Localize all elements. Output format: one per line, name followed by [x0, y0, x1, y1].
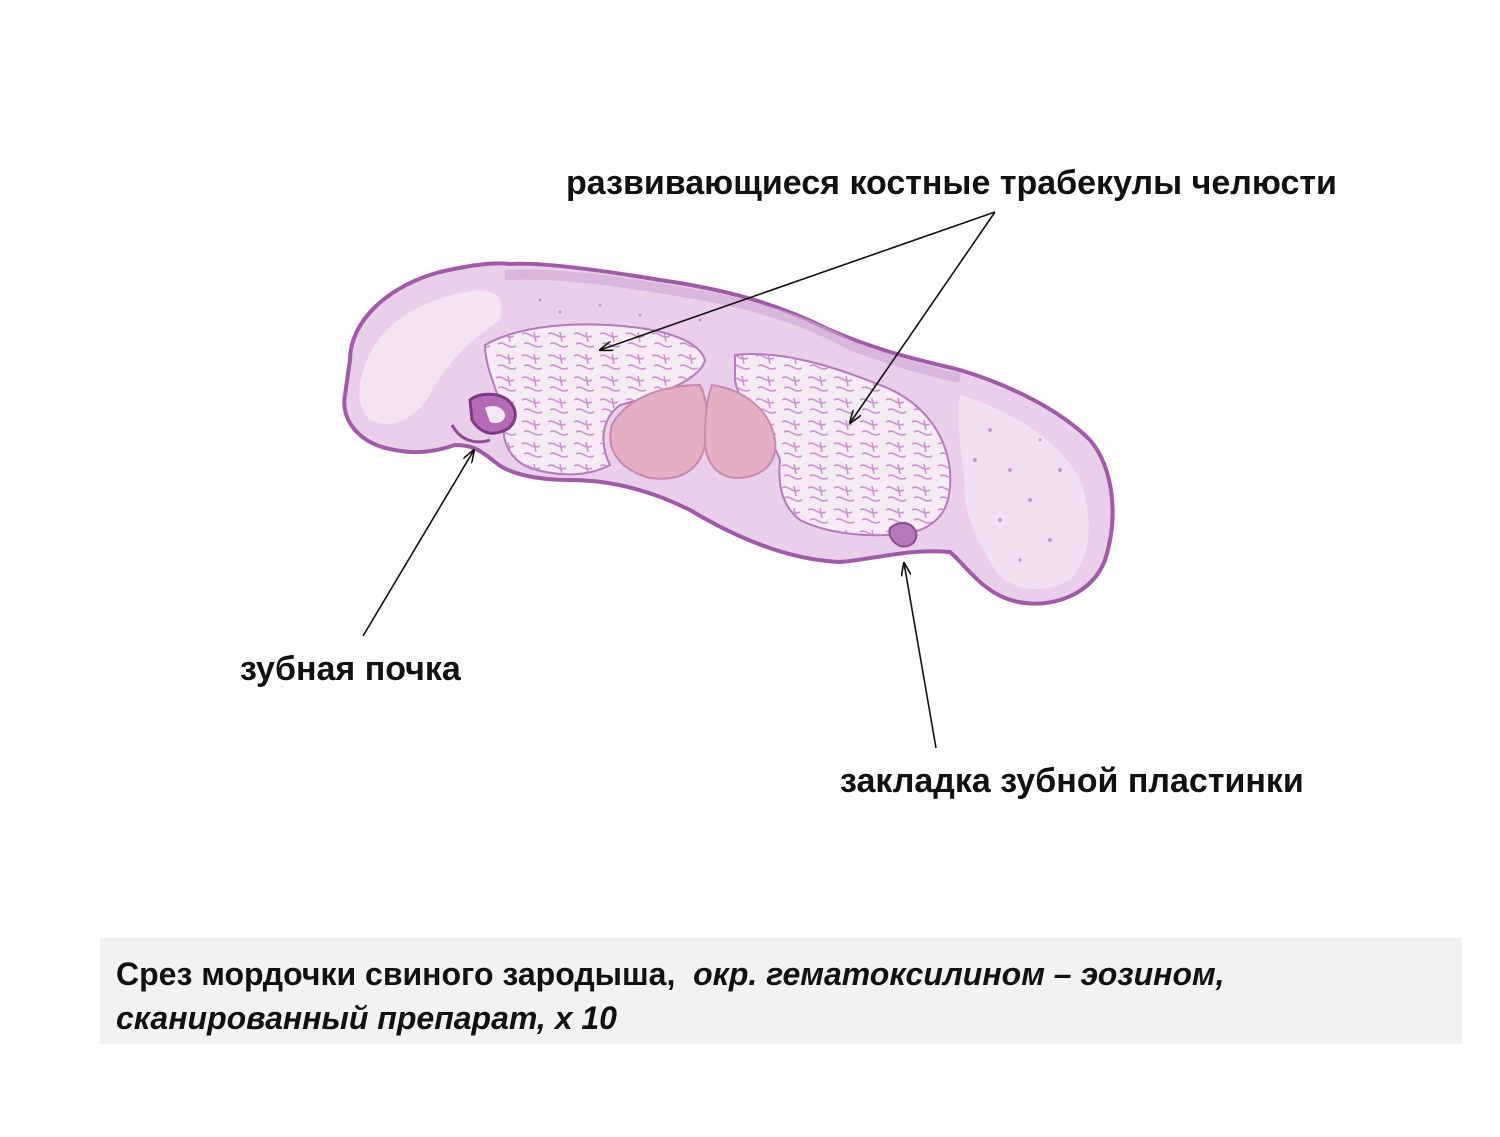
- label-dental-lamina: закладка зубной пластинки: [840, 762, 1304, 800]
- cartilage-right-lobe: [703, 383, 777, 480]
- arrow-tooth-bud: [362, 450, 474, 637]
- arrow-dental-lamina: [904, 563, 937, 749]
- caption-regular: Срез мордочки свиного зародыша,: [116, 956, 676, 992]
- annotation-arrows: [362, 211, 996, 749]
- caption-box: Срез мордочки свиного зародыша, окр. гем…: [100, 938, 1462, 1044]
- tooth-bud-structure: [450, 392, 517, 444]
- tissue-section: [342, 261, 1115, 606]
- caption-italic-line2: сканированный препарат, х 10: [116, 1000, 617, 1036]
- caption-italic-line1: окр. гематоксилином – эозином,: [693, 956, 1225, 992]
- arrow-trabeculae-right: [850, 211, 996, 423]
- dental-lamina-structure: [888, 522, 918, 548]
- arrow-trabeculae-left: [600, 211, 996, 350]
- label-developing-trabeculae: развивающиеся костные трабекулы челюсти: [566, 164, 1337, 202]
- label-tooth-bud: зубная почка: [240, 650, 461, 688]
- caption-text: Срез мордочки свиного зародыша, окр. гем…: [116, 952, 1446, 1040]
